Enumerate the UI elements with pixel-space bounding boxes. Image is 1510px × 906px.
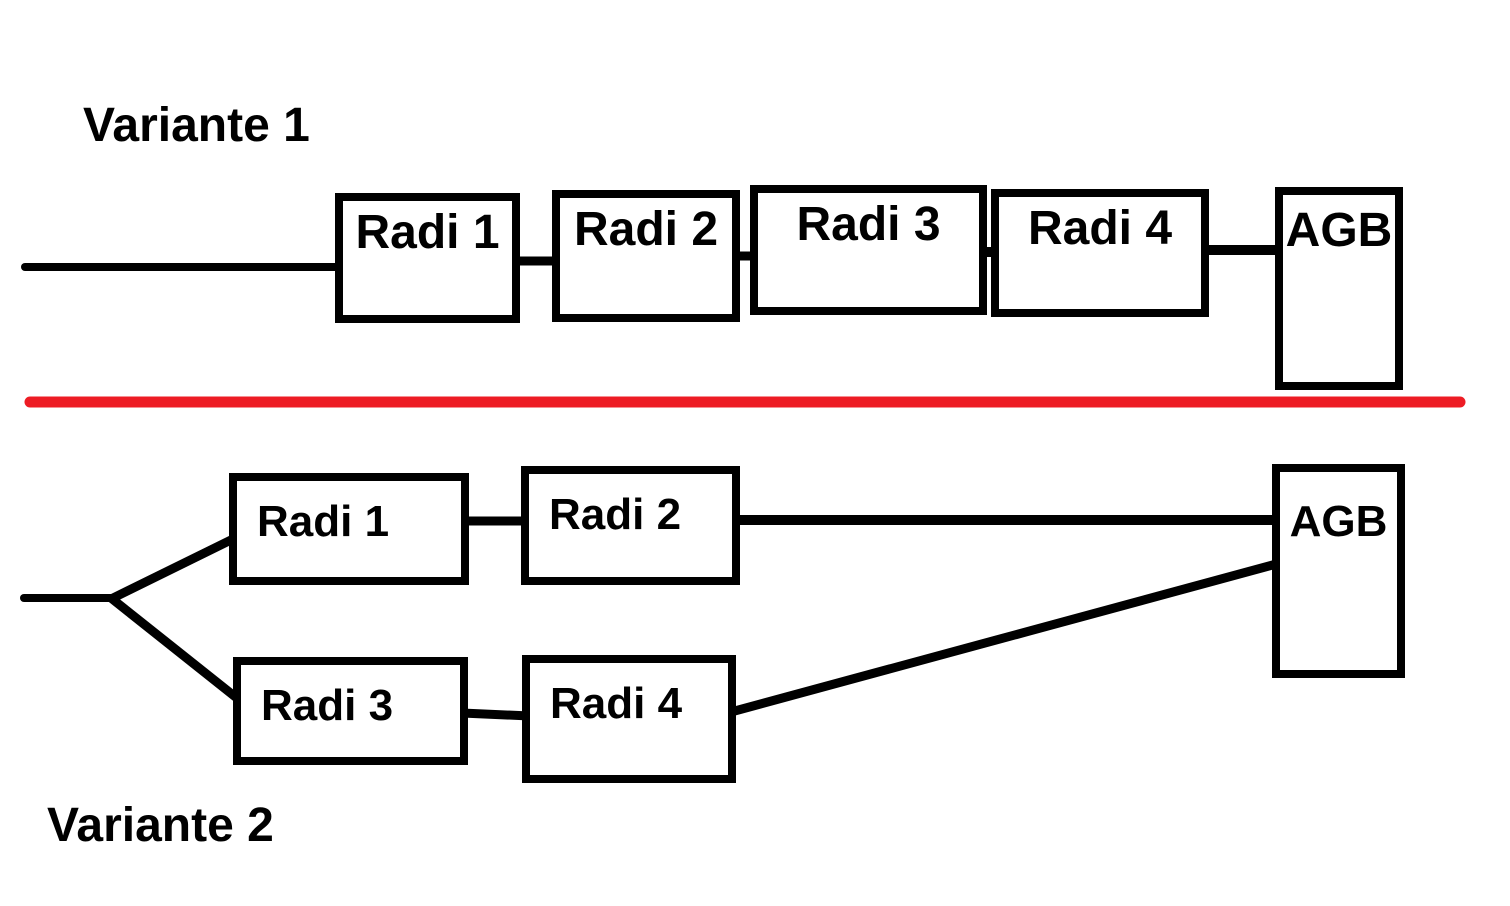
variant2-box-radi-4: Radi 4 [522,655,736,783]
box-label: Radi 3 [796,198,941,251]
variant1-box-agb: AGB [1275,187,1403,390]
box-label: Radi 2 [549,490,682,539]
box-label: Radi 1 [355,206,500,259]
variant2-box-radi-1: Radi 1 [229,473,469,585]
variant2-box-radi-2: Radi 2 [521,466,740,585]
variant2-fork-upper-branch-line [109,533,237,604]
variant1-box-radi-1: Radi 1 [335,193,520,323]
box-label: AGB [1289,497,1388,546]
box-label: Radi 2 [573,203,719,256]
variant1-box-radi-3: Radi 3 [750,185,987,315]
variant2-box-agb: AGB [1272,464,1405,678]
variant1-title: Variante 1 [83,99,310,152]
variant1-box-radi-2: Radi 2 [552,190,740,322]
variant2-box-radi-3: Radi 3 [233,657,468,765]
variant1-box-radi-4: Radi 4 [991,189,1209,317]
box-label: Radi 1 [257,497,390,546]
box-label: Radi 4 [1027,202,1173,255]
variant2-connector-radi3-radi4 [461,708,531,721]
box-label: Radi 3 [261,681,394,730]
box-label: Radi 4 [550,679,683,728]
variant2-fork-lower-branch-line [108,594,241,703]
box-label: AGB [1285,204,1393,257]
variant2-title: Variante 2 [47,799,274,852]
variant2-connector-radi4-agb [729,558,1282,717]
